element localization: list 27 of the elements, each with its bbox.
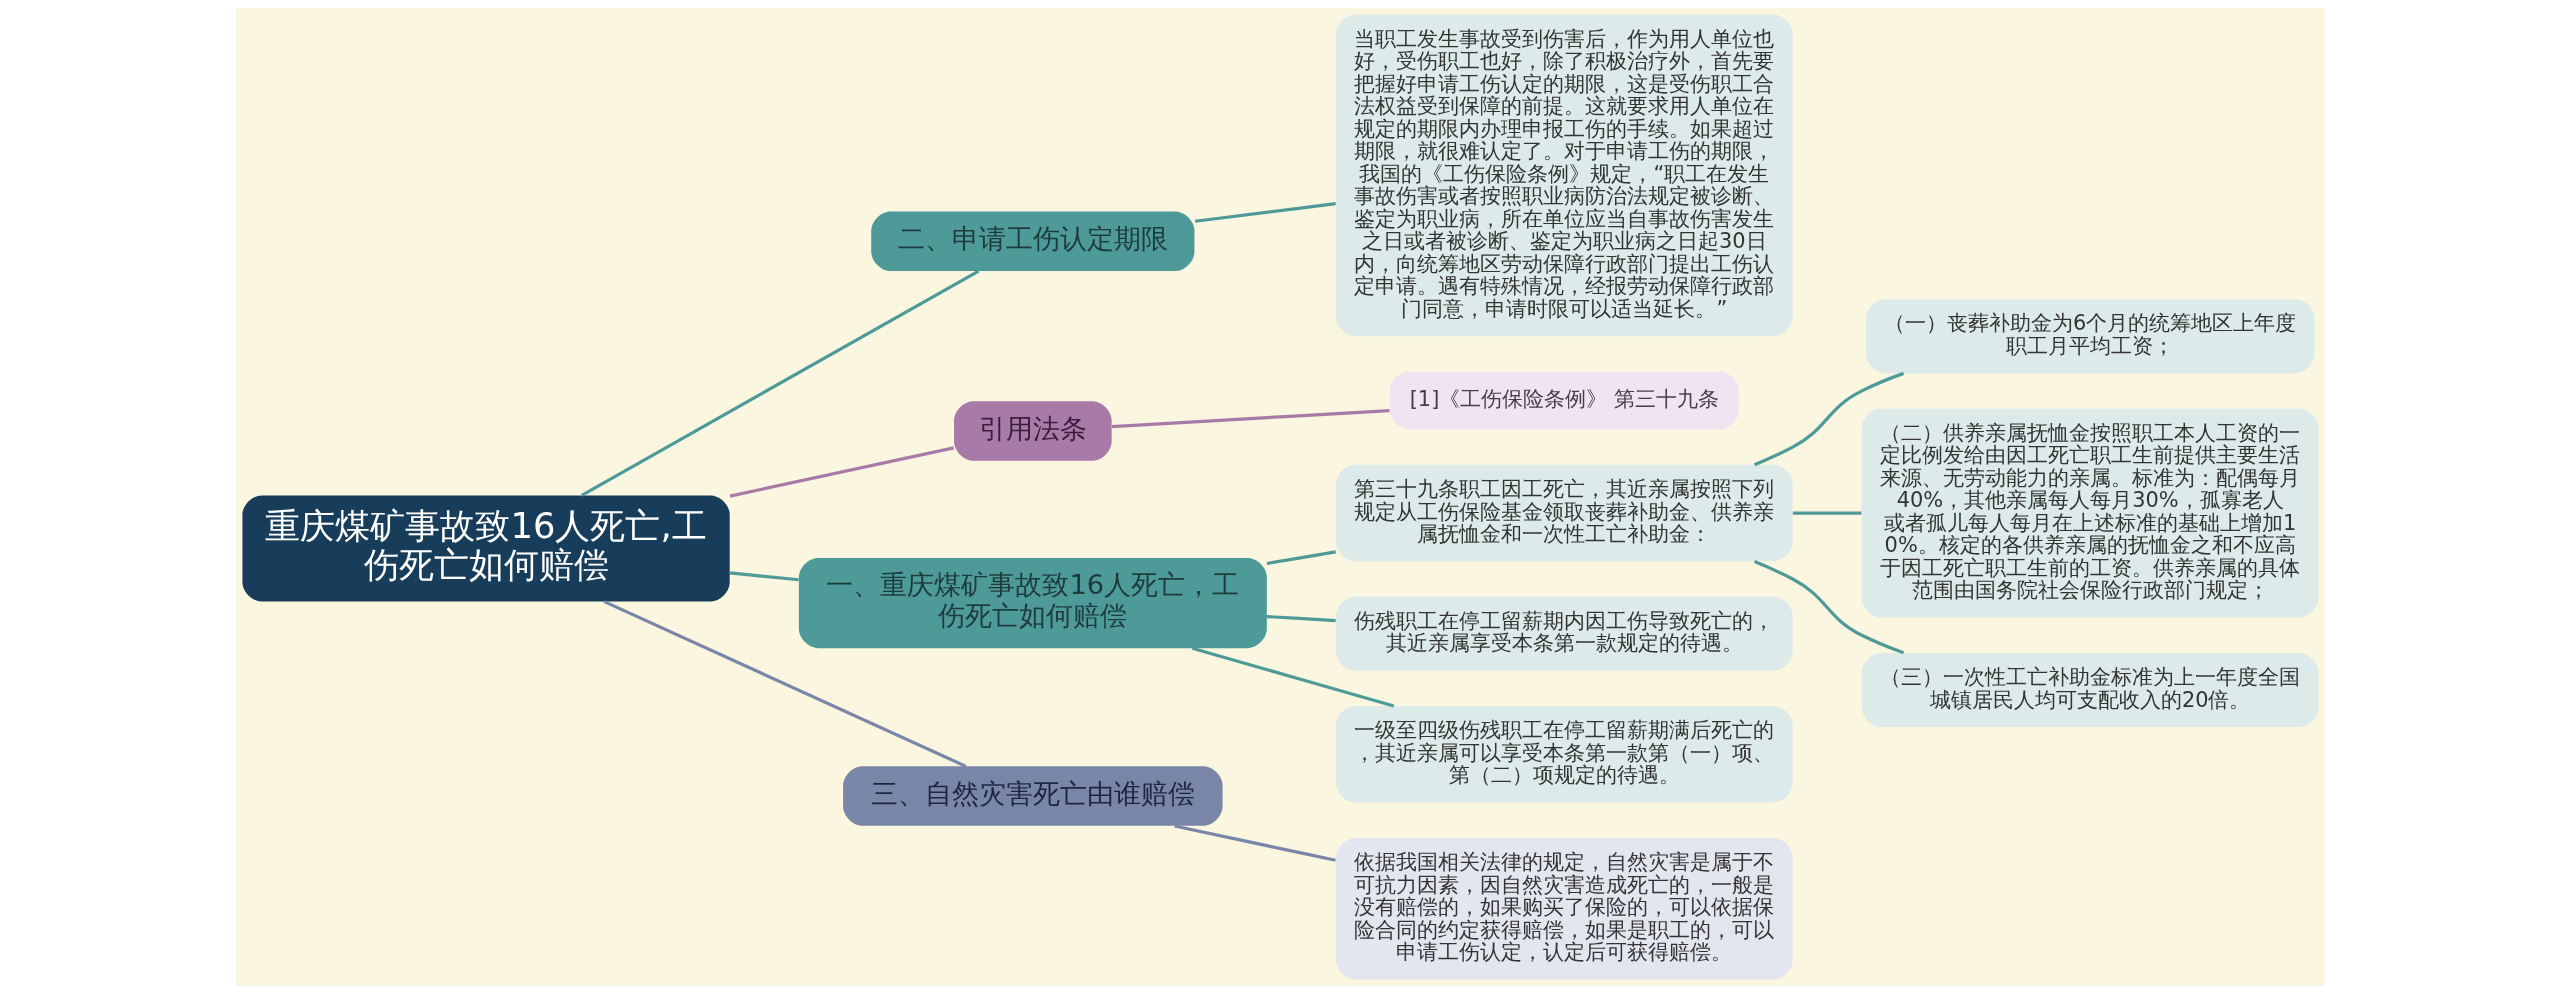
node-box: 一级至四级伤残职工在停工留薪期满后死亡的，其近亲属可以享受本条第一款第（一）项、第（二）项规定的待遇。 — [1335, 706, 1793, 803]
node-box: 第三十九条职工因工死亡，其近亲属按照下列规定从工伤保险基金领取丧葬补助金、供养亲属抚恤金和一次性工亡补助金： — [1335, 464, 1793, 562]
connector — [1753, 371, 1904, 467]
connector — [1753, 560, 1904, 655]
node-box: 依据我国相关法律的规定，自然灾害是属于不可抗力因素，因自然灾害造成死亡的，一般是没有赔偿的，如果购买了保险的，可以依据保险合同的约定获得赔偿，如果是职工的，可以申请工伤认定，认定后可获得赔偿。 — [1335, 837, 1793, 980]
node-box: （三）一次性工亡补助金标准为上一年度全国城镇居民人均可支配收入的20倍。 — [1861, 653, 2319, 727]
connector — [1111, 408, 1390, 429]
node-box: 引用法条 — [953, 401, 1112, 461]
connector — [1266, 550, 1336, 566]
node-box: 重庆煤矿事故致16人死亡,工伤死亡如何赔偿 — [241, 495, 730, 602]
connector — [1266, 614, 1336, 623]
connector — [729, 571, 799, 582]
node-box: 二、申请工伤认定期限 — [870, 211, 1194, 272]
connector — [1191, 646, 1394, 708]
node-box: （二）供养亲属抚恤金按照职工本人工资的一定比例发给由因工死亡职工生前提供主要生活来源、无劳动能力的亲属。标准为：配偶每月40%，其他亲属每人每月30%，孤寡老人或者孤儿每人每月在上述标准的基础上增加10%。核定的各供养亲属的抚恤金之和不应高于因工死亡职工生前的工资。供养亲属的具体范围由国务院社会保险行政部门规定； — [1861, 408, 2319, 618]
connector — [729, 446, 954, 498]
connector — [1792, 511, 1861, 515]
connector — [1173, 824, 1336, 862]
node-box: 三、自然灾害死亡由谁赔偿 — [842, 766, 1223, 826]
node-box: [1]《工伤保险条例》 第三十九条 — [1389, 371, 1739, 430]
node-box: 一、重庆煤矿事故致16人死亡，工伤死亡如何赔偿 — [798, 558, 1267, 649]
node-box: 伤残职工在停工留薪期内因工伤导致死亡的，其近亲属享受本条第一款规定的待遇。 — [1335, 596, 1793, 671]
node-box: （一）丧葬补助金为6个月的统筹地区上年度职工月平均工资； — [1865, 299, 2315, 374]
connector — [1194, 202, 1336, 223]
node-box: 当职工发生事故受到伤害后，作为用人单位也好，受伤职工也好，除了积极治疗外，首先要把握好申请工伤认定的期限，这是受伤职工合法权益受到保障的前提。这就要求用人单位在规定的期限内办理申报工伤的手续。如果超过期限，就很难认定了。对于申请工伤的期限，我国的《工伤保险条例》规定，“职工在发生事故伤害或者按照职业病防治法规定被诊断、鉴定为职业病，所在单位应当自事故伤害发生之日或者被诊断、鉴定为职业病之日起30日内，向统筹地区劳动保障行政部门提出工伤认定申请。遇有特殊情况，经报劳动保障行政部门同意，申请时限可以适当延长。” — [1335, 14, 1793, 337]
connector — [580, 269, 979, 497]
connector — [603, 600, 967, 768]
